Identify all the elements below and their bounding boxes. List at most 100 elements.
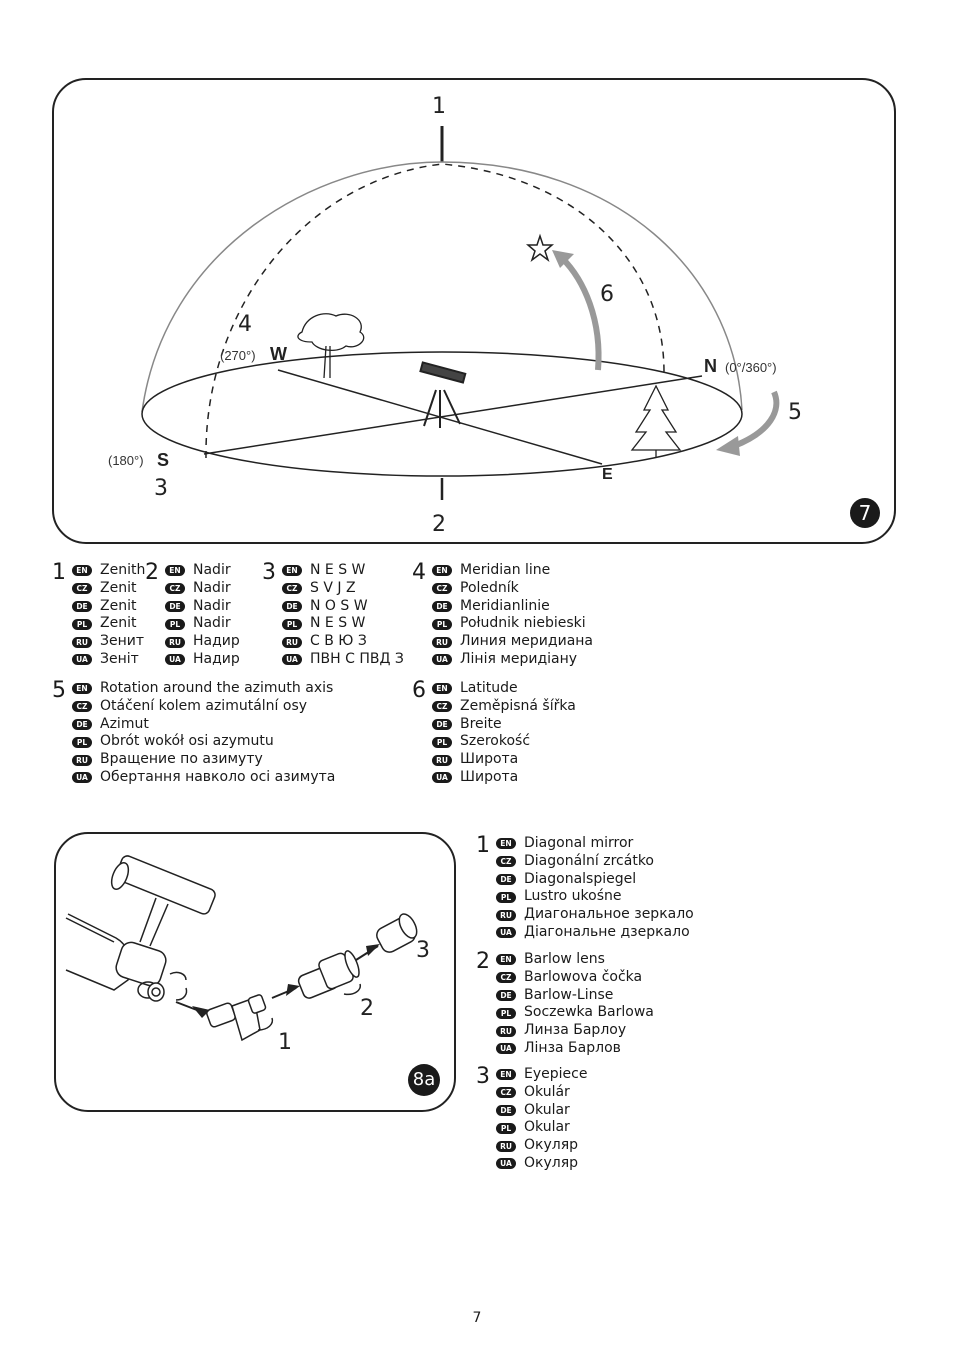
legend-row: UA Зеніт xyxy=(72,651,145,669)
legend-row: PL Okular xyxy=(496,1119,587,1137)
legend-row: DE Nadir xyxy=(165,598,240,616)
figure-7-badge: 7 xyxy=(850,498,880,528)
callout-2: 2 xyxy=(432,512,446,537)
latitude-arrow-icon xyxy=(552,250,574,268)
language-badge: UA xyxy=(72,654,92,666)
legend-text: Обертання навколо осі азимута xyxy=(100,768,336,785)
telescope-tube-icon xyxy=(65,855,216,1002)
legend-text: Poledník xyxy=(460,579,519,596)
language-badge: DE xyxy=(72,600,92,612)
legend-text: Nadir xyxy=(193,597,231,614)
legend-row: CZ Poledník xyxy=(432,580,593,598)
language-badge: EN xyxy=(496,1069,516,1081)
legend-text: Okular xyxy=(524,1101,570,1118)
diagonal-mirror-icon xyxy=(206,994,274,1042)
legend-text: Meridian line xyxy=(460,562,551,578)
barlow-lens-icon xyxy=(297,950,362,999)
language-badge: UA xyxy=(496,927,516,939)
legend-text: Широта xyxy=(460,751,519,768)
legend-row: CZ Diagonální zrcátko xyxy=(496,853,694,871)
language-badge: PL xyxy=(496,1122,516,1134)
legend-text: Зеніт xyxy=(100,650,139,667)
legend-text: Szerokość xyxy=(460,733,531,750)
language-badge: EN xyxy=(72,683,92,695)
language-badge: DE xyxy=(496,989,516,1001)
language-badge: UA xyxy=(432,654,452,666)
language-badge: EN xyxy=(496,954,516,966)
language-badge: PL xyxy=(432,618,452,630)
language-badge: EN xyxy=(282,565,302,577)
language-badge: DE xyxy=(165,600,185,612)
language-badge: PL xyxy=(496,1007,516,1019)
legend-text: Окуляр xyxy=(524,1154,579,1171)
direction-west: W xyxy=(270,344,287,364)
language-badge: RU xyxy=(432,754,452,766)
legend-text: Barlow-Linse xyxy=(524,986,614,1003)
legend-text: Diagonalspiegel xyxy=(524,870,637,887)
pine-tree-icon xyxy=(630,384,682,458)
legend-text: Azimut xyxy=(100,715,149,732)
language-badge: CZ xyxy=(496,856,516,868)
callout-5: 5 xyxy=(788,400,802,425)
legend-text: Diagonální zrcátko xyxy=(524,852,654,869)
legend-text: Зенит xyxy=(100,633,144,650)
legend-row: EN Rotation around the azimuth axis xyxy=(72,680,335,698)
legend-text: Diagonal mirror xyxy=(524,835,634,851)
language-badge: RU xyxy=(496,909,516,921)
language-badge: PL xyxy=(282,618,302,630)
legend-number: 3 xyxy=(476,1064,490,1089)
legend-text: Okular xyxy=(524,1119,570,1136)
language-badge: PL xyxy=(165,618,185,630)
legend-row: DE Barlow-Linse xyxy=(496,987,654,1005)
figure-8a-badge: 8a xyxy=(408,1064,440,1096)
degree-north: (0°/360°) xyxy=(725,360,777,375)
legend-text: Zeměpisná šířka xyxy=(460,697,576,714)
callout-2: 2 xyxy=(360,996,374,1021)
direction-south: S xyxy=(157,450,170,470)
legend-text: Rotation around the azimuth axis xyxy=(100,680,334,696)
language-badge: EN xyxy=(165,565,185,577)
language-badge: PL xyxy=(72,736,92,748)
direction-north: N xyxy=(704,356,717,376)
language-badge: UA xyxy=(165,654,185,666)
language-badge: CZ xyxy=(432,583,452,595)
legend-row: RU Широта xyxy=(432,751,576,769)
language-badge: PL xyxy=(72,618,92,630)
legend-text: Zenith xyxy=(100,562,146,578)
legend-number: 4 xyxy=(412,560,426,585)
language-badge: RU xyxy=(496,1140,516,1152)
legend-text: С В Ю З xyxy=(310,633,367,650)
language-badge: PL xyxy=(496,891,516,903)
legend-number: 2 xyxy=(145,560,159,585)
language-badge: CZ xyxy=(282,583,302,595)
language-badge: RU xyxy=(282,636,302,648)
legend-text: ПВН С ПВД З xyxy=(310,650,404,667)
legend-text: Широта xyxy=(460,768,519,785)
language-badge: CZ xyxy=(72,701,92,713)
legend-number: 3 xyxy=(262,560,276,585)
language-badge: DE xyxy=(282,600,302,612)
legend-text: Лінія меридіану xyxy=(460,650,578,667)
language-badge: RU xyxy=(72,636,92,648)
language-badge: EN xyxy=(72,565,92,577)
